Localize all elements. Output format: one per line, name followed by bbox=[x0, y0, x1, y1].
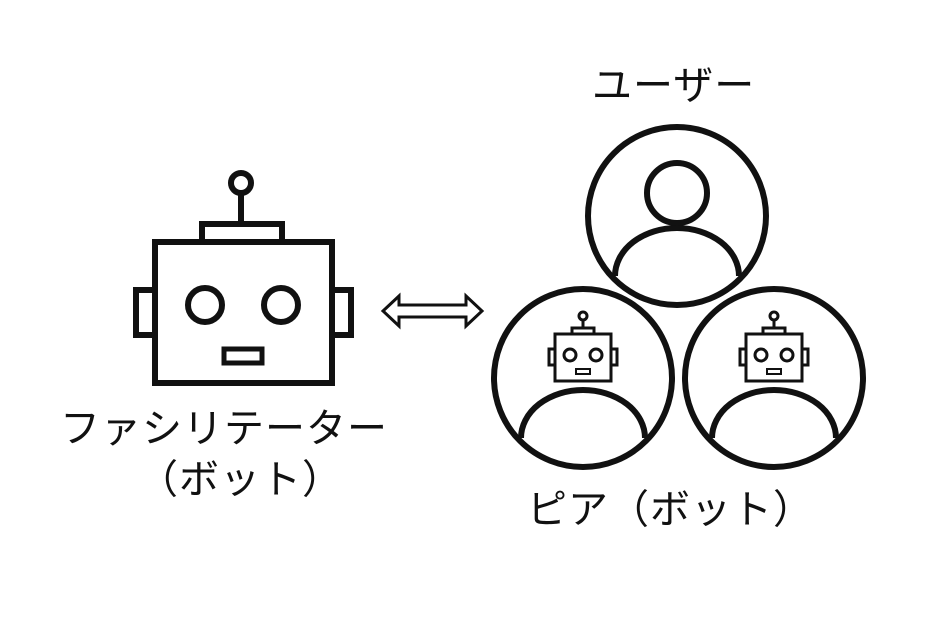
peer-robot-icon-right bbox=[738, 310, 810, 383]
peer-robot-icon-left bbox=[547, 310, 619, 383]
user-avatar-circle bbox=[585, 124, 769, 308]
peer-avatar-circle-left bbox=[491, 286, 675, 470]
user-icon bbox=[612, 160, 742, 277]
facilitator-sublabel: （ボット） bbox=[138, 457, 343, 503]
user-label: ユーザー bbox=[592, 63, 756, 109]
facilitator-robot-icon bbox=[133, 170, 354, 386]
double-arrow-icon bbox=[380, 292, 485, 330]
facilitator-label: ファシリテーター bbox=[60, 406, 388, 452]
peer-avatar-circle-right bbox=[682, 286, 866, 470]
peer-label: ピア（ボット） bbox=[527, 487, 814, 533]
